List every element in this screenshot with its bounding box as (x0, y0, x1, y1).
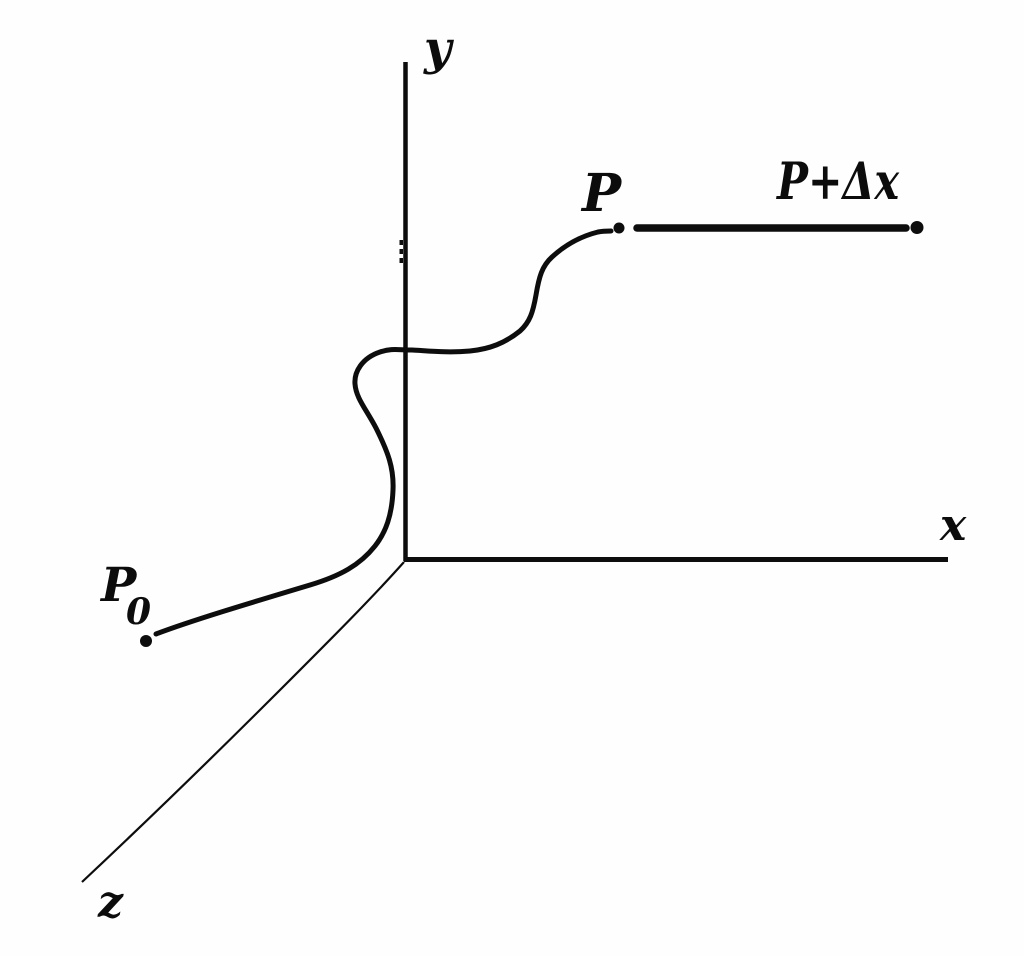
y-axis-label: y (423, 21, 454, 76)
point-p-label: P (580, 163, 623, 224)
point-p0-label-subscript: 0 (126, 591, 151, 633)
x-axis-label: x (939, 500, 967, 551)
z-axis-label: z (97, 877, 124, 928)
point-p-plus-dx-dot (910, 221, 924, 234)
point-p0-label-main: P (99, 558, 138, 613)
z-axis-line (81, 561, 405, 883)
point-p-plus-dx-label: P+Δx (775, 152, 899, 212)
point-p-dot (613, 222, 625, 234)
y-axis-scan-marks (399, 240, 403, 263)
point-p0-dot (140, 635, 152, 647)
space-curve (153, 228, 614, 637)
